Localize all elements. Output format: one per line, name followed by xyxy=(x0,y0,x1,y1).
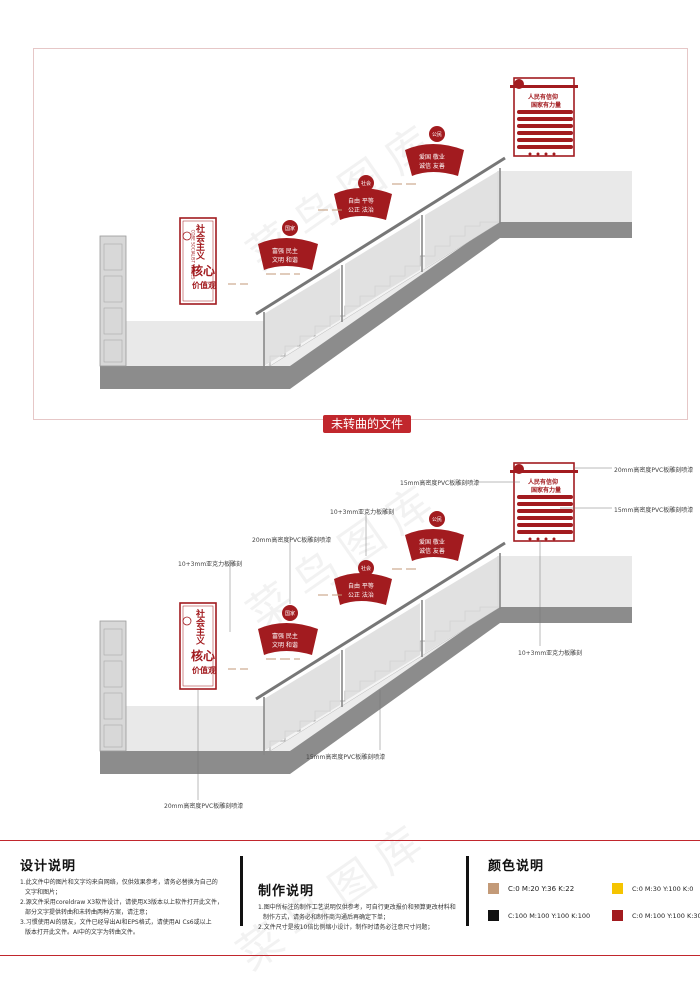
annotation-stair: 15mm高密度PVC板雕刻喷漆 xyxy=(306,754,386,761)
production-notes: 制作说明 1.图中所标注的制作工艺说明仅供参考，可自行更改报价和预算更改材料和 … xyxy=(258,880,458,933)
footer-rule xyxy=(0,955,700,956)
color-swatch-label: C:0 M:30 Y:100 K:0 xyxy=(632,885,694,893)
poster-left-title: 社会主义 xyxy=(194,224,204,260)
color-swatch-red xyxy=(612,910,623,921)
fan-society-l2: 公正 法治 xyxy=(348,207,374,214)
poster-left-title: 社会主义 xyxy=(194,609,204,645)
design-note-line: 部分文字提供转曲和未转曲两种方案，请注意； xyxy=(25,909,152,916)
fan-national-l1: 富强 民主 xyxy=(272,248,298,255)
annotation-left-bottom: 20mm高密度PVC板雕刻喷漆 xyxy=(164,803,244,810)
production-notes-title: 制作说明 xyxy=(258,884,315,899)
color-swatch-black xyxy=(488,910,499,921)
poster-right-title-2: 国家有力量 xyxy=(531,487,562,494)
design-notes-title: 设计说明 xyxy=(20,859,77,874)
fan-national-l2: 文明 和谐 xyxy=(272,642,298,649)
color-swatch-tan xyxy=(488,883,499,894)
fan-national-l1: 富强 民主 xyxy=(272,633,298,640)
fan-citizen-l2: 诚信 友善 xyxy=(419,548,445,555)
poster-left-core: 核心 xyxy=(191,649,216,663)
annotation-acrylic-top: 10+3mm亚克力板雕刻 xyxy=(330,509,395,516)
poster-left-values: 价值观 xyxy=(192,666,216,675)
production-note-line: 2.文件尺寸是按10倍比例缩小设计，制作时请务必注意尺寸问题； xyxy=(258,924,434,931)
fan-national-l2: 文明 和谐 xyxy=(272,257,298,264)
design-note-line: 1.此文件中的图片和文字均来自网络，仅供效果参考，请务必替换为自己的 xyxy=(20,879,218,886)
poster-right-title-1: 人民有信仰 xyxy=(528,479,559,486)
fan-citizen-l1: 爱国 敬业 xyxy=(419,539,445,546)
fan-society-l2: 公正 法治 xyxy=(348,592,374,599)
tag-society: 社会 xyxy=(361,181,372,187)
color-swatch-label: C:0 M:20 Y:36 K:22 xyxy=(508,885,575,893)
annotation-right-mid: 15mm高密度PVC板雕刻喷漆 xyxy=(614,507,694,514)
poster-right-title-2: 国家有力量 xyxy=(531,102,562,109)
tag-citizen: 公民 xyxy=(432,132,443,138)
color-swatch-yellow xyxy=(612,883,623,894)
column-divider xyxy=(466,856,469,926)
production-note-line: 制作方式，请务必和制作商沟通后再确定下单； xyxy=(263,914,390,921)
poster-left-english: CORE SOCIALIST VALUES xyxy=(190,229,196,280)
design-notes: 设计说明 1.此文件中的图片和文字均来自网络，仅供效果参考，请务必替换为自己的 … xyxy=(20,855,230,938)
tag-national: 国家 xyxy=(285,611,296,617)
fan-society-l1: 自由 平等 xyxy=(348,583,374,590)
annotation-right-tag: 15mm高密度PVC板雕刻喷漆 xyxy=(400,480,480,487)
poster-right-title-1: 人民有信仰 xyxy=(528,94,559,101)
color-swatch-label: C:100 M:100 Y:100 K:100 xyxy=(508,912,591,920)
poster-left-core: 核心 xyxy=(191,264,216,278)
annotation-right-top: 20mm高密度PVC板雕刻喷漆 xyxy=(614,467,694,474)
color-notes-title: 颜色说明 xyxy=(488,859,545,874)
production-note-line: 1.图中所标注的制作工艺说明仅供参考，可自行更改报价和预算更改材料和 xyxy=(258,904,456,911)
tag-national: 国家 xyxy=(285,226,296,232)
annotation-acrylic-right: 10+3mm亚克力板雕刻 xyxy=(518,650,583,657)
design-note-line: 版本打开此文件。AI中的文字为转曲文件。 xyxy=(25,929,139,936)
tag-citizen: 公民 xyxy=(432,517,443,523)
unconverted-file-banner: 未转曲的文件 xyxy=(323,415,411,433)
design-note-line: 文字和图片； xyxy=(25,889,62,896)
tag-society: 社会 xyxy=(361,566,372,572)
design-note-line: 3.习惯使用AI的朋友，文件已经导出AI和EPS格式，请使用AI Cs6或以上 xyxy=(20,919,212,926)
poster-left-values: 价值观 xyxy=(192,281,216,290)
color-notes: 颜色说明 xyxy=(488,855,544,874)
color-swatch-label: C:0 M:100 Y:100 K:30 xyxy=(632,912,700,920)
fan-society-l1: 自由 平等 xyxy=(348,198,374,205)
fan-citizen-l1: 爱国 敬业 xyxy=(419,154,445,161)
column-divider xyxy=(240,856,243,926)
annotation-pvc-fan: 20mm高密度PVC板雕刻喷漆 xyxy=(252,537,332,544)
section-divider xyxy=(0,840,700,841)
annotation-acrylic-left: 10+3mm亚克力板雕刻 xyxy=(178,561,243,568)
fan-citizen-l2: 诚信 友善 xyxy=(419,163,445,170)
design-note-line: 2.源文件采用coreldraw X3软件设计，请使用X3版本以上软件打开此文件… xyxy=(20,899,224,906)
